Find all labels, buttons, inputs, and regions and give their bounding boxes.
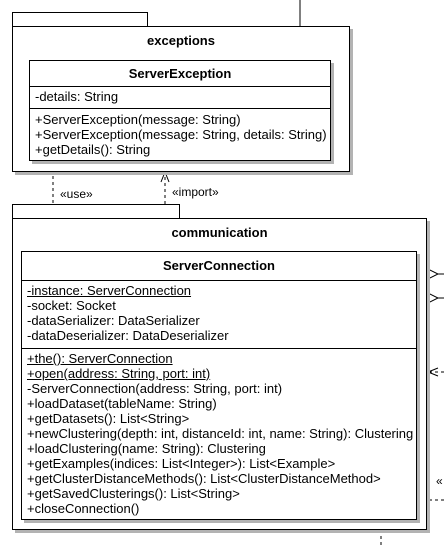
class-attribute: -dataDeserializer: DataDeserializer	[27, 328, 229, 343]
right-arrowhead-icon	[426, 367, 439, 377]
class-attribute: -dataSerializer: DataSerializer	[27, 313, 200, 328]
class-name: ServerConnection	[163, 258, 275, 273]
class-operation: +ServerException(message: String)	[35, 112, 241, 127]
class-divider	[30, 86, 330, 87]
class-operation: +loadDataset(tableName: String)	[27, 396, 217, 411]
import-stereotype-label: «import»	[172, 185, 219, 199]
class-attribute: -details: String	[35, 89, 119, 104]
class-operation: +getDetails(): String	[35, 142, 151, 157]
class-divider	[22, 280, 416, 281]
class-operation-static: +the(): ServerConnection	[27, 351, 173, 366]
class-operation: +loadClustering(name: String): Clusterin…	[27, 441, 266, 456]
class-operation: +getDatasets(): List<String>	[27, 411, 190, 426]
class-operation: +getClusterDistanceMethods(): List<Clust…	[27, 471, 381, 486]
class-operation: +closeConnection()	[27, 501, 140, 516]
class-operation: -ServerConnection(address: String, port:…	[27, 381, 283, 396]
class-operation: +getExamples(indices: List<Integer>): Li…	[27, 456, 336, 471]
import-arrowhead-icon	[160, 170, 170, 183]
package-title: exceptions	[147, 33, 215, 48]
class-operation: +getSavedClusterings(): List<String>	[27, 486, 240, 501]
package-title: communication	[171, 225, 268, 240]
server-exception-class[interactable]: ServerException -details: String +Server…	[29, 60, 331, 161]
class-attribute-static: -instance: ServerConnection	[27, 283, 192, 298]
class-divider	[30, 108, 330, 109]
use-stereotype-label: «use»	[60, 187, 93, 201]
class-operation: +ServerException(message: String, detail…	[35, 127, 327, 142]
class-operation-static: +open(address: String, port: int)	[27, 366, 211, 381]
server-connection-class[interactable]: ServerConnection -instance: ServerConnec…	[21, 251, 417, 520]
class-operation: +newClustering(depth: int, distanceId: i…	[27, 426, 414, 441]
class-attribute: -socket: Socket	[27, 298, 116, 313]
exceptions-package-tab	[12, 12, 148, 27]
class-name: ServerException	[128, 66, 232, 81]
class-divider	[22, 348, 416, 349]
communication-package-tab	[12, 204, 180, 219]
clipped-stereotype-label: «	[436, 474, 443, 488]
